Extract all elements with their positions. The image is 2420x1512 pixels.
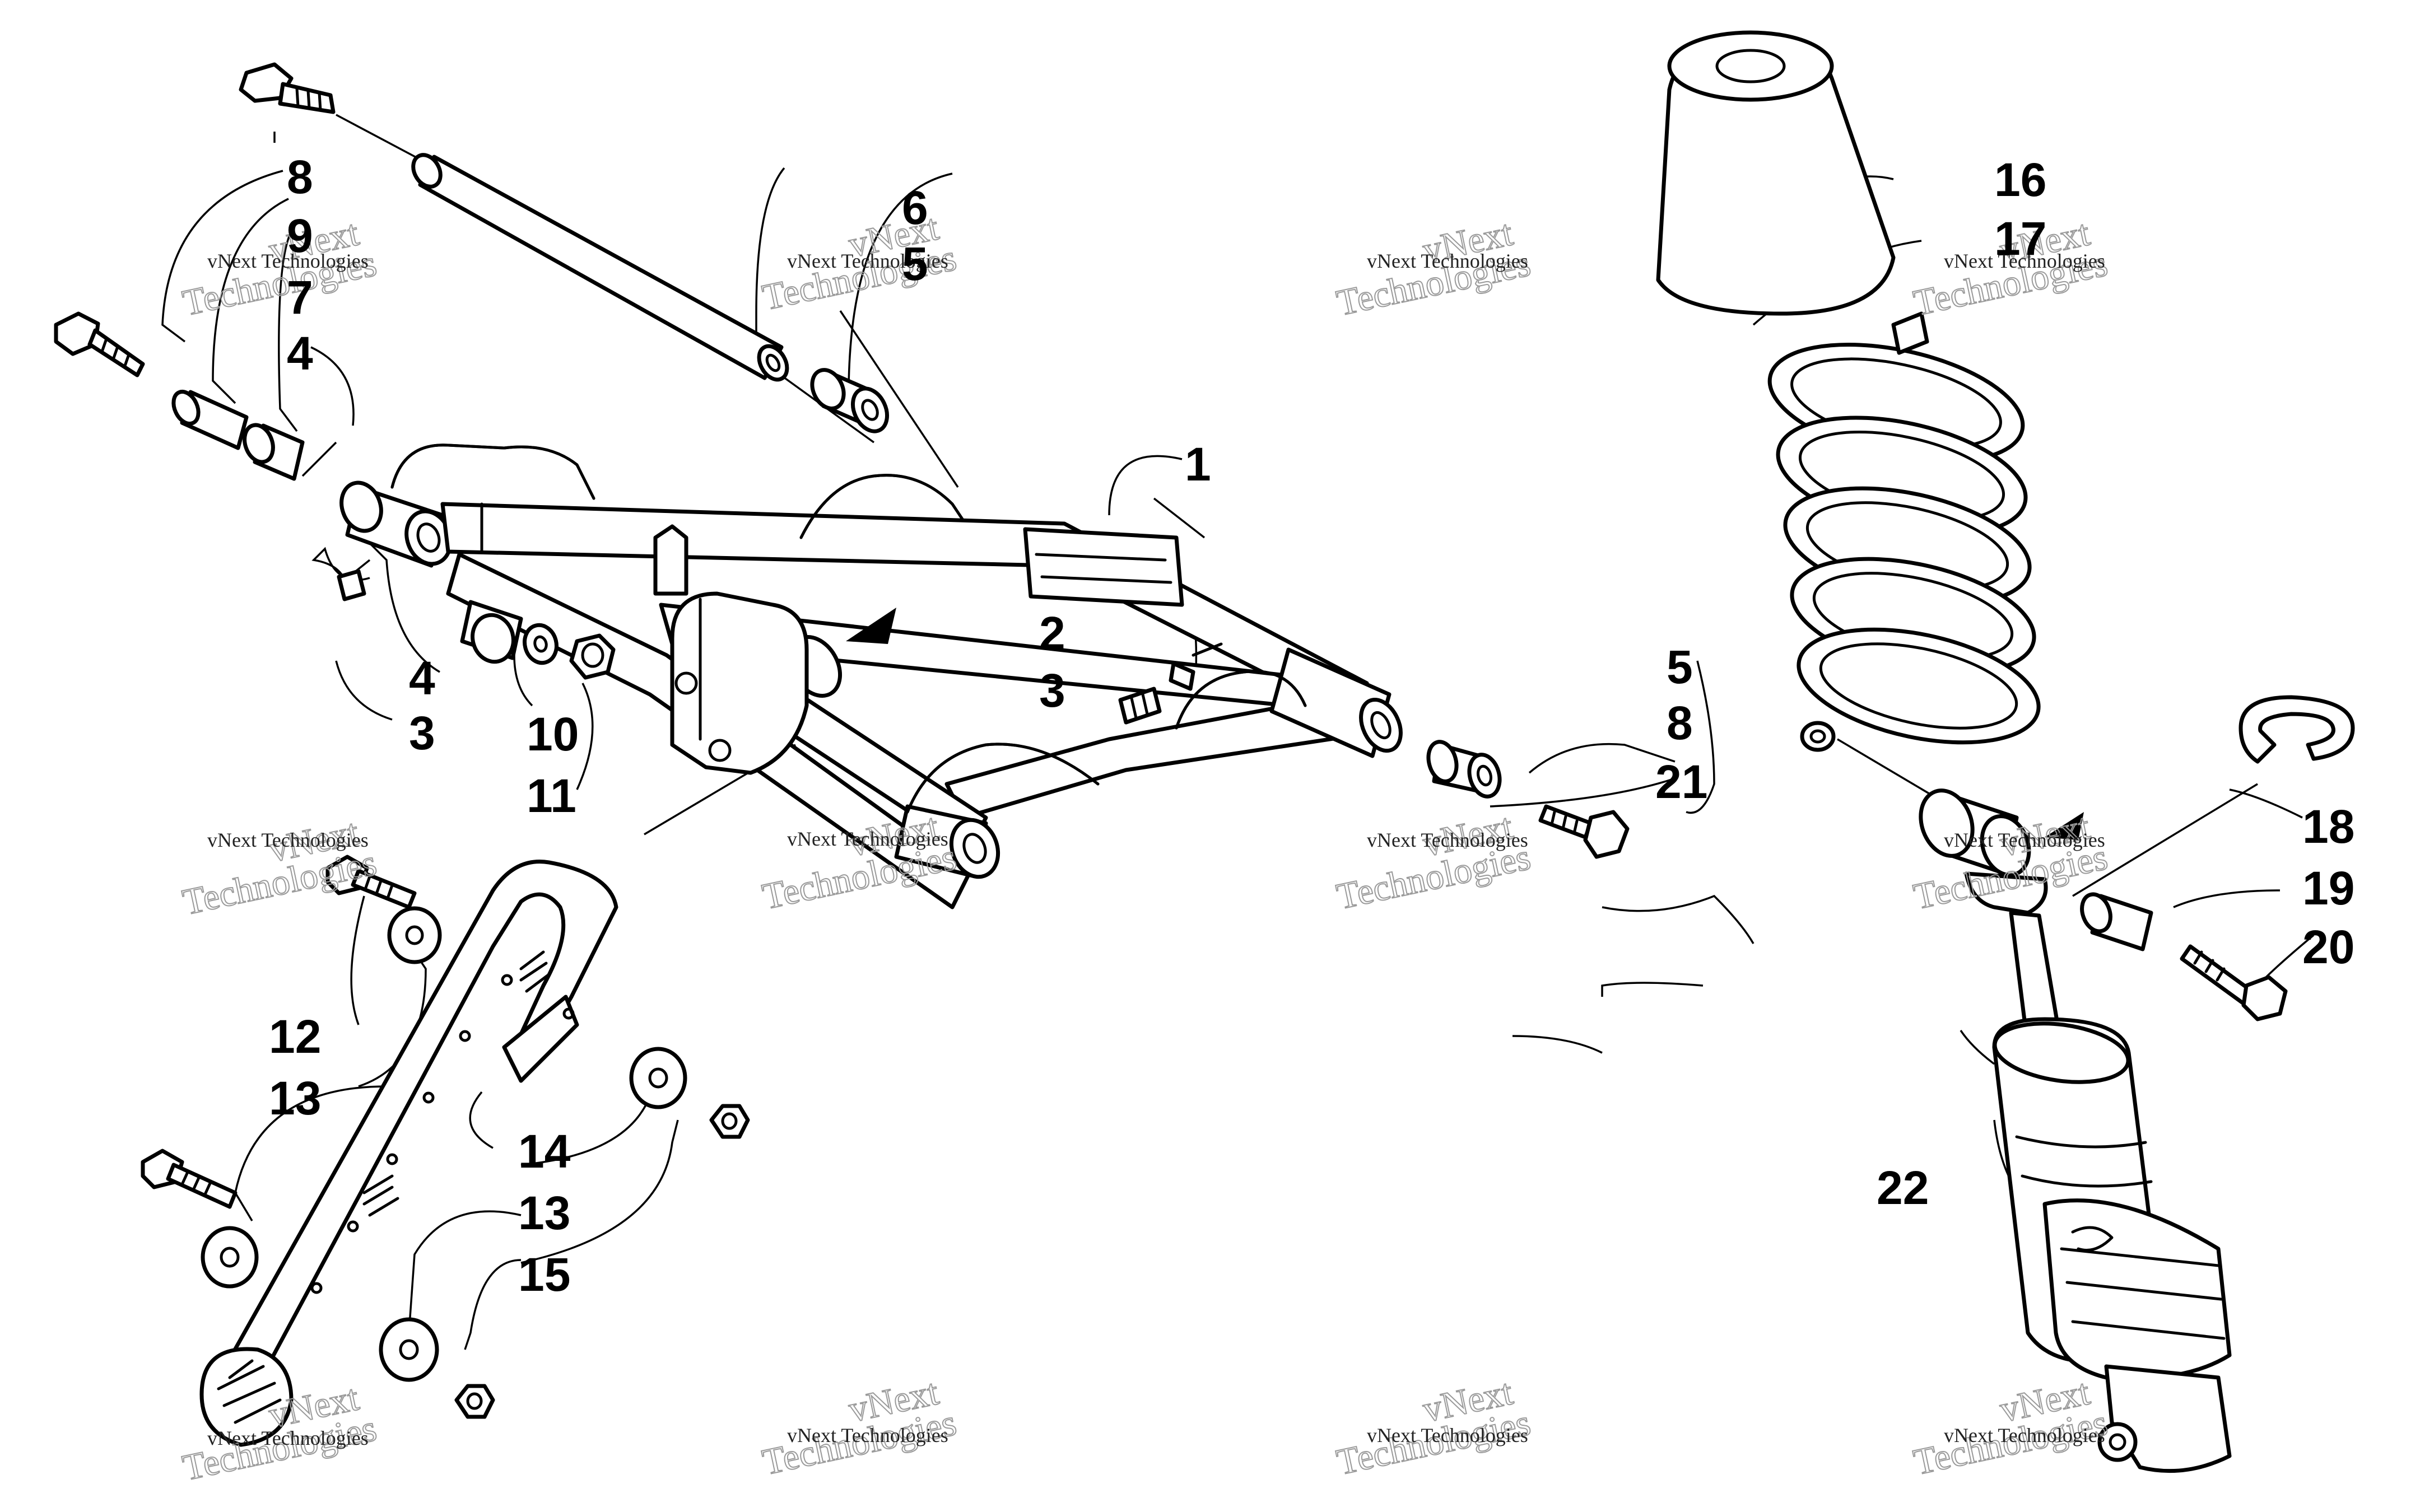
callout-18[interactable]: 18 bbox=[2302, 800, 2354, 853]
callout-19[interactable]: 19 bbox=[2302, 862, 2354, 914]
callout-20[interactable]: 20 bbox=[2302, 921, 2354, 973]
spacer-7 bbox=[171, 390, 249, 450]
callout-15[interactable]: 15 bbox=[518, 1248, 570, 1301]
limiter-strap-14 bbox=[199, 860, 618, 1447]
washer-13-right bbox=[629, 1047, 687, 1109]
watermark-small: vNext Technologies bbox=[207, 829, 369, 851]
callout-4-lower[interactable]: 4 bbox=[409, 652, 435, 704]
washer-10 bbox=[523, 623, 559, 665]
nut-21 bbox=[1800, 721, 1836, 752]
washer-13-upper bbox=[387, 906, 442, 964]
callout-21[interactable]: 21 bbox=[1655, 755, 1707, 808]
watermark-small: vNext Technologies bbox=[1944, 1424, 2105, 1446]
lock-nut-11 bbox=[569, 633, 616, 680]
watermark-small: vNext Technologies bbox=[207, 1427, 369, 1449]
cross-shaft-6 bbox=[411, 153, 789, 382]
callout-13-right[interactable]: 13 bbox=[518, 1187, 570, 1239]
bushing-5-lower bbox=[1426, 740, 1502, 799]
callout-8-lower[interactable]: 8 bbox=[1667, 697, 1693, 749]
bushing-4-upper bbox=[243, 423, 305, 481]
watermark-small: vNext Technologies bbox=[787, 1424, 948, 1446]
nut-15-right bbox=[709, 1104, 750, 1139]
clip-18 bbox=[2238, 695, 2355, 764]
watermark-small: vNext Technologies bbox=[1367, 1424, 1528, 1446]
shock-boot-16 bbox=[1656, 30, 1896, 316]
callout-5-lower[interactable]: 5 bbox=[1667, 641, 1693, 693]
washer-13-lower-left bbox=[201, 1226, 259, 1289]
callout-17[interactable]: 17 bbox=[1994, 212, 2046, 265]
callout-1[interactable]: 1 bbox=[1185, 438, 1211, 491]
callout-14[interactable]: 14 bbox=[518, 1125, 571, 1178]
bolt-8-lower bbox=[1538, 804, 1630, 859]
callout-4-upper[interactable]: 4 bbox=[287, 327, 313, 380]
callout-9[interactable]: 9 bbox=[287, 209, 313, 262]
watermark-small: vNext Technologies bbox=[1367, 829, 1528, 851]
callout-11[interactable]: 11 bbox=[527, 769, 576, 822]
callout-5-upper[interactable]: 5 bbox=[902, 237, 928, 290]
watermark-small: vNext Technologies bbox=[787, 828, 948, 850]
callout-7[interactable]: 7 bbox=[287, 271, 313, 324]
grease-fitting-3-center bbox=[1118, 687, 1162, 725]
bushing-4-lower bbox=[460, 600, 523, 664]
watermark-small: vNext Technologies bbox=[787, 250, 948, 272]
shock-absorber-22 bbox=[1919, 788, 2232, 1473]
watermark-small: vNext Technologies bbox=[1944, 250, 2105, 272]
spacer-19 bbox=[2080, 892, 2153, 951]
callout-2[interactable]: 2 bbox=[1039, 607, 1065, 660]
bolt-12-lower bbox=[141, 1149, 238, 1209]
callout-8-upper[interactable]: 8 bbox=[287, 151, 313, 203]
callout-13-left[interactable]: 13 bbox=[269, 1072, 321, 1124]
callout-6[interactable]: 6 bbox=[902, 181, 928, 234]
washer-13-bottom bbox=[379, 1317, 439, 1382]
bolt-20 bbox=[2180, 944, 2288, 1021]
leader-lines bbox=[161, 114, 2315, 1350]
nut-15-bottom bbox=[454, 1384, 495, 1419]
bushing-5-upper bbox=[810, 368, 889, 433]
watermark-small: vNext Technologies bbox=[207, 250, 369, 272]
callout-12[interactable]: 12 bbox=[269, 1010, 321, 1063]
grease-fitting-2 bbox=[1169, 642, 1223, 691]
callout-16[interactable]: 16 bbox=[1994, 153, 2046, 206]
callout-10[interactable]: 10 bbox=[527, 708, 579, 760]
watermark-small: vNext Technologies bbox=[1944, 829, 2105, 851]
grease-fitting-3-left bbox=[337, 569, 366, 601]
watermark-small: vNext Technologies bbox=[1367, 250, 1528, 272]
callout-22[interactable]: 22 bbox=[1877, 1161, 1929, 1214]
direction-arrows bbox=[846, 608, 2084, 840]
callouts: 1 2 3 3 4 4 5 5 6 7 8 8 9 10 11 12 13 13… bbox=[269, 151, 2354, 1301]
callout-3-left[interactable]: 3 bbox=[409, 707, 435, 759]
bolt-9 bbox=[54, 311, 145, 377]
bolt-8-top bbox=[239, 62, 336, 114]
coil-spring-17 bbox=[1767, 311, 2041, 745]
bolt-12-upper bbox=[325, 855, 417, 909]
callout-3-center[interactable]: 3 bbox=[1039, 664, 1065, 717]
